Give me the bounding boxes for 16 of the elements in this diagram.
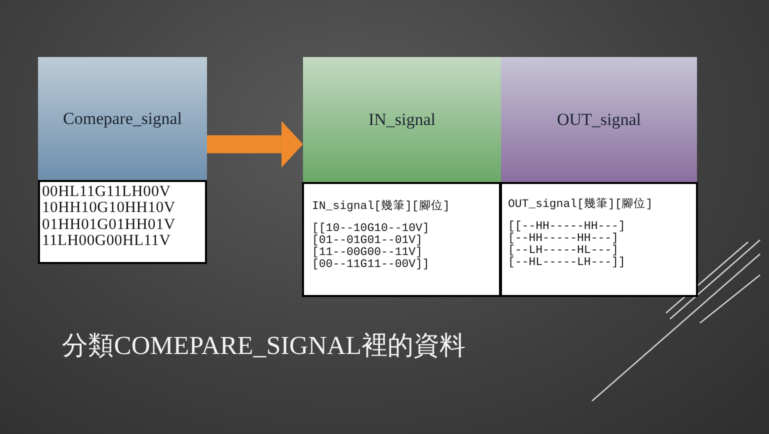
block-title: Comepare_signal: [63, 108, 182, 128]
data-panel: [38, 180, 207, 264]
slide-title: 分類COMEPARE_SIGNAL裡的資料: [62, 330, 466, 362]
data-rows: [[10--10G10--10V] [01--01G01--01V] [11--00G00--11V] [00--11G11--00V]]: [312, 223, 430, 272]
header-block: [303, 57, 501, 183]
header-block: [501, 57, 697, 183]
array-heading: IN_signal[幾筆][腳位]: [312, 198, 451, 213]
data-rows: [[--HH-----HH---] [--HH-----HH---] [--LH-----HL---] [--HL-----LH---]]: [508, 221, 626, 270]
data-rows: 00HL11G11LH00V 10HH10G10HH10V 01HH01G01HH01V 11LH00G00HL11V: [42, 184, 205, 250]
array-heading: OUT_signal[幾筆][腳位]: [508, 196, 654, 211]
block-title: IN_signal: [368, 110, 436, 130]
data-panel: [302, 182, 501, 297]
block-title: OUT_signal: [556, 110, 642, 130]
header-block: [38, 57, 207, 180]
arrow: [207, 120, 303, 168]
data-panel: [500, 182, 698, 297]
